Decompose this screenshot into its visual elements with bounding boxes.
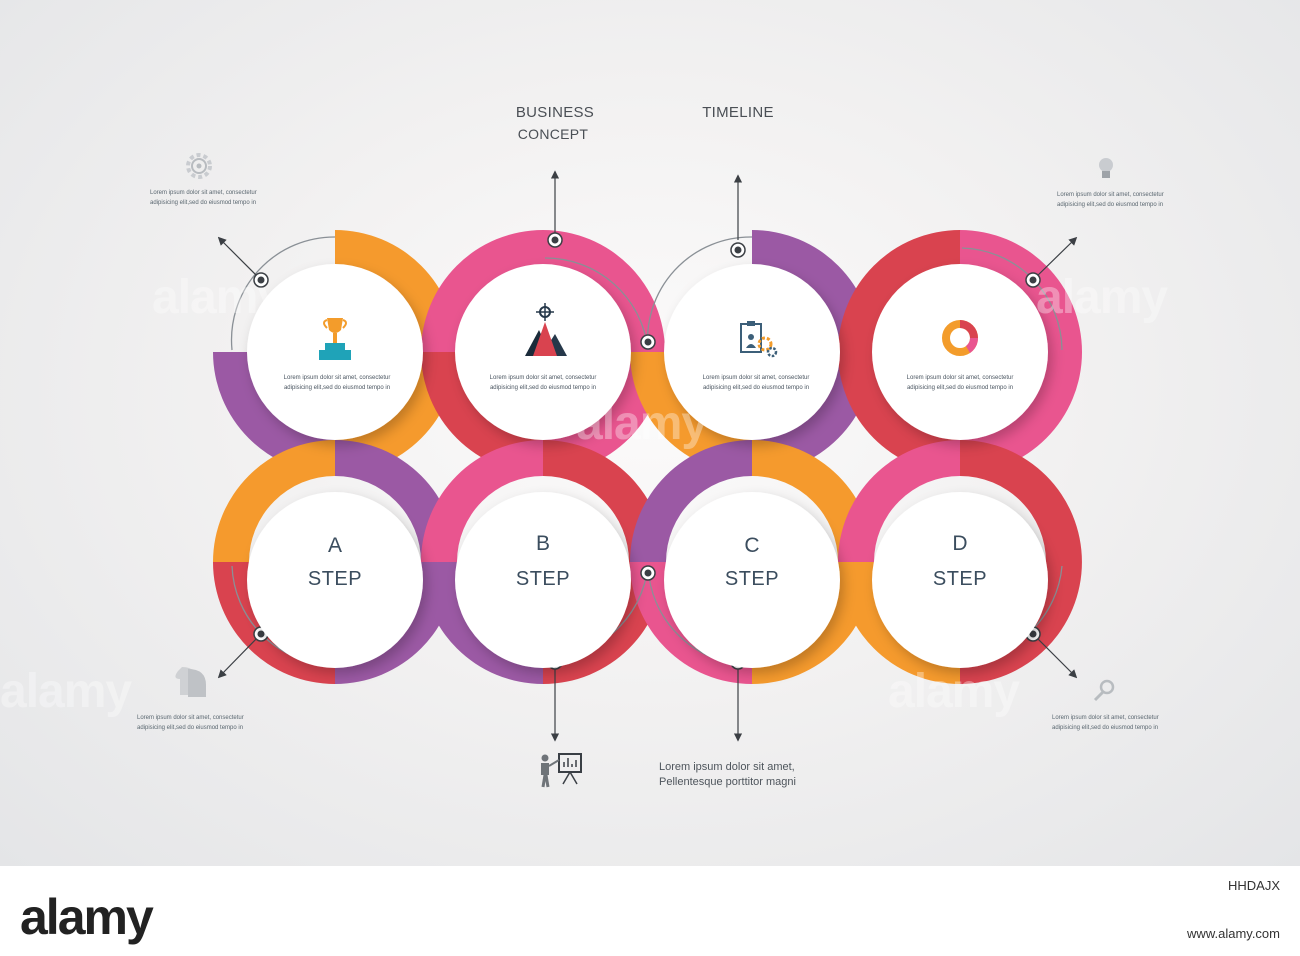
- step-d-caption: Lorem ipsum dolor sit amet, consectetur …: [885, 373, 1035, 393]
- caption-line: Lorem ipsum dolor sit amet, consectetur: [906, 375, 1014, 381]
- step-a-letter: A: [327, 534, 342, 557]
- note-bottom-left: Lorem ipsum dolor sit amet, consectetur …: [137, 713, 277, 733]
- lightbulb-icon: [1099, 158, 1113, 178]
- step-label-circle: [664, 492, 840, 668]
- arrow-bottom-left: [217, 633, 262, 679]
- note-top-left: Lorem ipsum dolor sit amet, consectetur …: [150, 188, 290, 208]
- connector-node-dot: [734, 246, 742, 254]
- ribbon-segment: [960, 440, 1082, 684]
- clipboard-gears-icon: [740, 321, 778, 358]
- watermark: alamy: [0, 665, 132, 718]
- step-b-word: STEP: [515, 568, 571, 590]
- bottom-note-line: Lorem ipsum dolor sit amet,: [659, 761, 795, 773]
- timeline-diagram: [175, 153, 1115, 788]
- ribbon-segment: [335, 230, 457, 474]
- note-line: Lorem ipsum dolor sit amet, consectetur: [150, 190, 257, 196]
- ribbon-segment: [838, 440, 960, 562]
- connector-node-dot: [257, 276, 265, 284]
- connector-node-dot: [1029, 630, 1037, 638]
- step-label-circle: [455, 492, 631, 668]
- note-line: adipisicing elit,sed do eiusmod tempo in: [1052, 725, 1159, 731]
- watermark: alamy: [152, 271, 284, 324]
- connector-arc-c-top: [646, 236, 753, 351]
- mountain-flag-icon: [525, 303, 567, 356]
- ribbon-segment: [421, 440, 543, 562]
- ribbon-segment: [752, 230, 874, 474]
- step-a-caption: Lorem ipsum dolor sit amet, consectetur …: [262, 373, 412, 393]
- footer-url: www.alamy.com: [1187, 926, 1280, 941]
- step-a-word: STEP: [307, 568, 363, 590]
- watermark: alamy: [888, 665, 1020, 718]
- caption-line: Lorem ipsum dolor sit amet, consectetur: [489, 375, 597, 381]
- note-line: Lorem ipsum dolor sit amet, consectetur: [1052, 715, 1159, 721]
- connector-arc-b-top: [544, 257, 649, 351]
- connector-node-dot: [1029, 276, 1037, 284]
- ribbon-segment: [213, 440, 335, 562]
- step-c-caption: Lorem ipsum dolor sit amet, consectetur …: [681, 373, 831, 393]
- title-timeline: TIMELINE: [702, 104, 774, 121]
- heads-icon: [175, 667, 206, 697]
- connector-node-dot: [551, 236, 559, 244]
- caption-line: Lorem ipsum dolor sit amet, consectetur: [702, 375, 810, 381]
- connector-node-dot: [644, 338, 652, 346]
- note-line: adipisicing elit,sed do eiusmod tempo in: [137, 725, 244, 731]
- watermark: alamy: [1036, 271, 1168, 324]
- watermark: alamy: [576, 397, 708, 450]
- bottom-note-line: Pellentesque porttitor magni: [659, 776, 796, 788]
- ribbon-segment: [543, 440, 665, 684]
- infographic-canvas: BUSINESS CONCEPT TIMELINE Lorem ipsum do…: [0, 0, 1300, 866]
- caption-line: adipisicing elit,sed do eiusmod tempo in: [283, 385, 391, 391]
- connector-node-dot: [644, 569, 652, 577]
- ribbon-segment: [630, 440, 752, 562]
- note-line: Lorem ipsum dolor sit amet, consectetur: [137, 715, 244, 721]
- step-b-caption: Lorem ipsum dolor sit amet, consectetur …: [468, 373, 618, 393]
- title-concept: CONCEPT: [517, 126, 589, 142]
- connector-arc-a-top: [230, 236, 336, 351]
- bottom-note: Lorem ipsum dolor sit amet, Pellentesque…: [659, 760, 796, 790]
- note-top-right: Lorem ipsum dolor sit amet, consectetur …: [1057, 190, 1197, 210]
- note-line: adipisicing elit,sed do eiusmod tempo in: [150, 200, 257, 206]
- footer-bar: alamy HHDAJX www.alamy.com: [0, 866, 1300, 956]
- ribbon-segment: [335, 440, 457, 684]
- caption-line: Lorem ipsum dolor sit amet, consectetur: [283, 375, 391, 381]
- gear-icon: [186, 153, 212, 179]
- connector-node-dot: [257, 630, 265, 638]
- trophy-icon: [319, 318, 351, 360]
- arrow-top-left: [217, 236, 262, 281]
- caption-line: adipisicing elit,sed do eiusmod tempo in: [489, 385, 597, 391]
- step-c-word: STEP: [724, 568, 780, 590]
- step-d-letter: D: [952, 532, 968, 555]
- presenter-board-icon: [541, 753, 582, 788]
- title-business: BUSINESS: [515, 104, 595, 121]
- footer-logo: alamy: [20, 889, 154, 945]
- note-line: adipisicing elit,sed do eiusmod tempo in: [1057, 202, 1164, 208]
- ribbon-segment: [752, 440, 874, 684]
- note-line: Lorem ipsum dolor sit amet, consectetur: [1057, 192, 1164, 198]
- ribbon-segment: [543, 230, 665, 474]
- step-label-circle: [247, 492, 423, 668]
- step-c-letter: C: [744, 534, 760, 557]
- footer-image-id: HHDAJX: [1227, 878, 1280, 893]
- arrow-top-right: [1032, 236, 1078, 281]
- step-d-word: STEP: [932, 568, 988, 590]
- arrow-bottom-right: [1032, 633, 1078, 679]
- note-bottom-right: Lorem ipsum dolor sit amet, consectetur …: [1052, 713, 1192, 733]
- step-b-letter: B: [535, 532, 550, 555]
- step-label-circle: [872, 492, 1048, 668]
- caption-line: adipisicing elit,sed do eiusmod tempo in: [702, 385, 810, 391]
- ribbon-segment: [960, 230, 1082, 474]
- caption-line: adipisicing elit,sed do eiusmod tempo in: [906, 385, 1014, 391]
- magnifier-icon: [1093, 679, 1115, 702]
- donut-chart-icon: [942, 320, 978, 356]
- arrows: [217, 170, 1078, 742]
